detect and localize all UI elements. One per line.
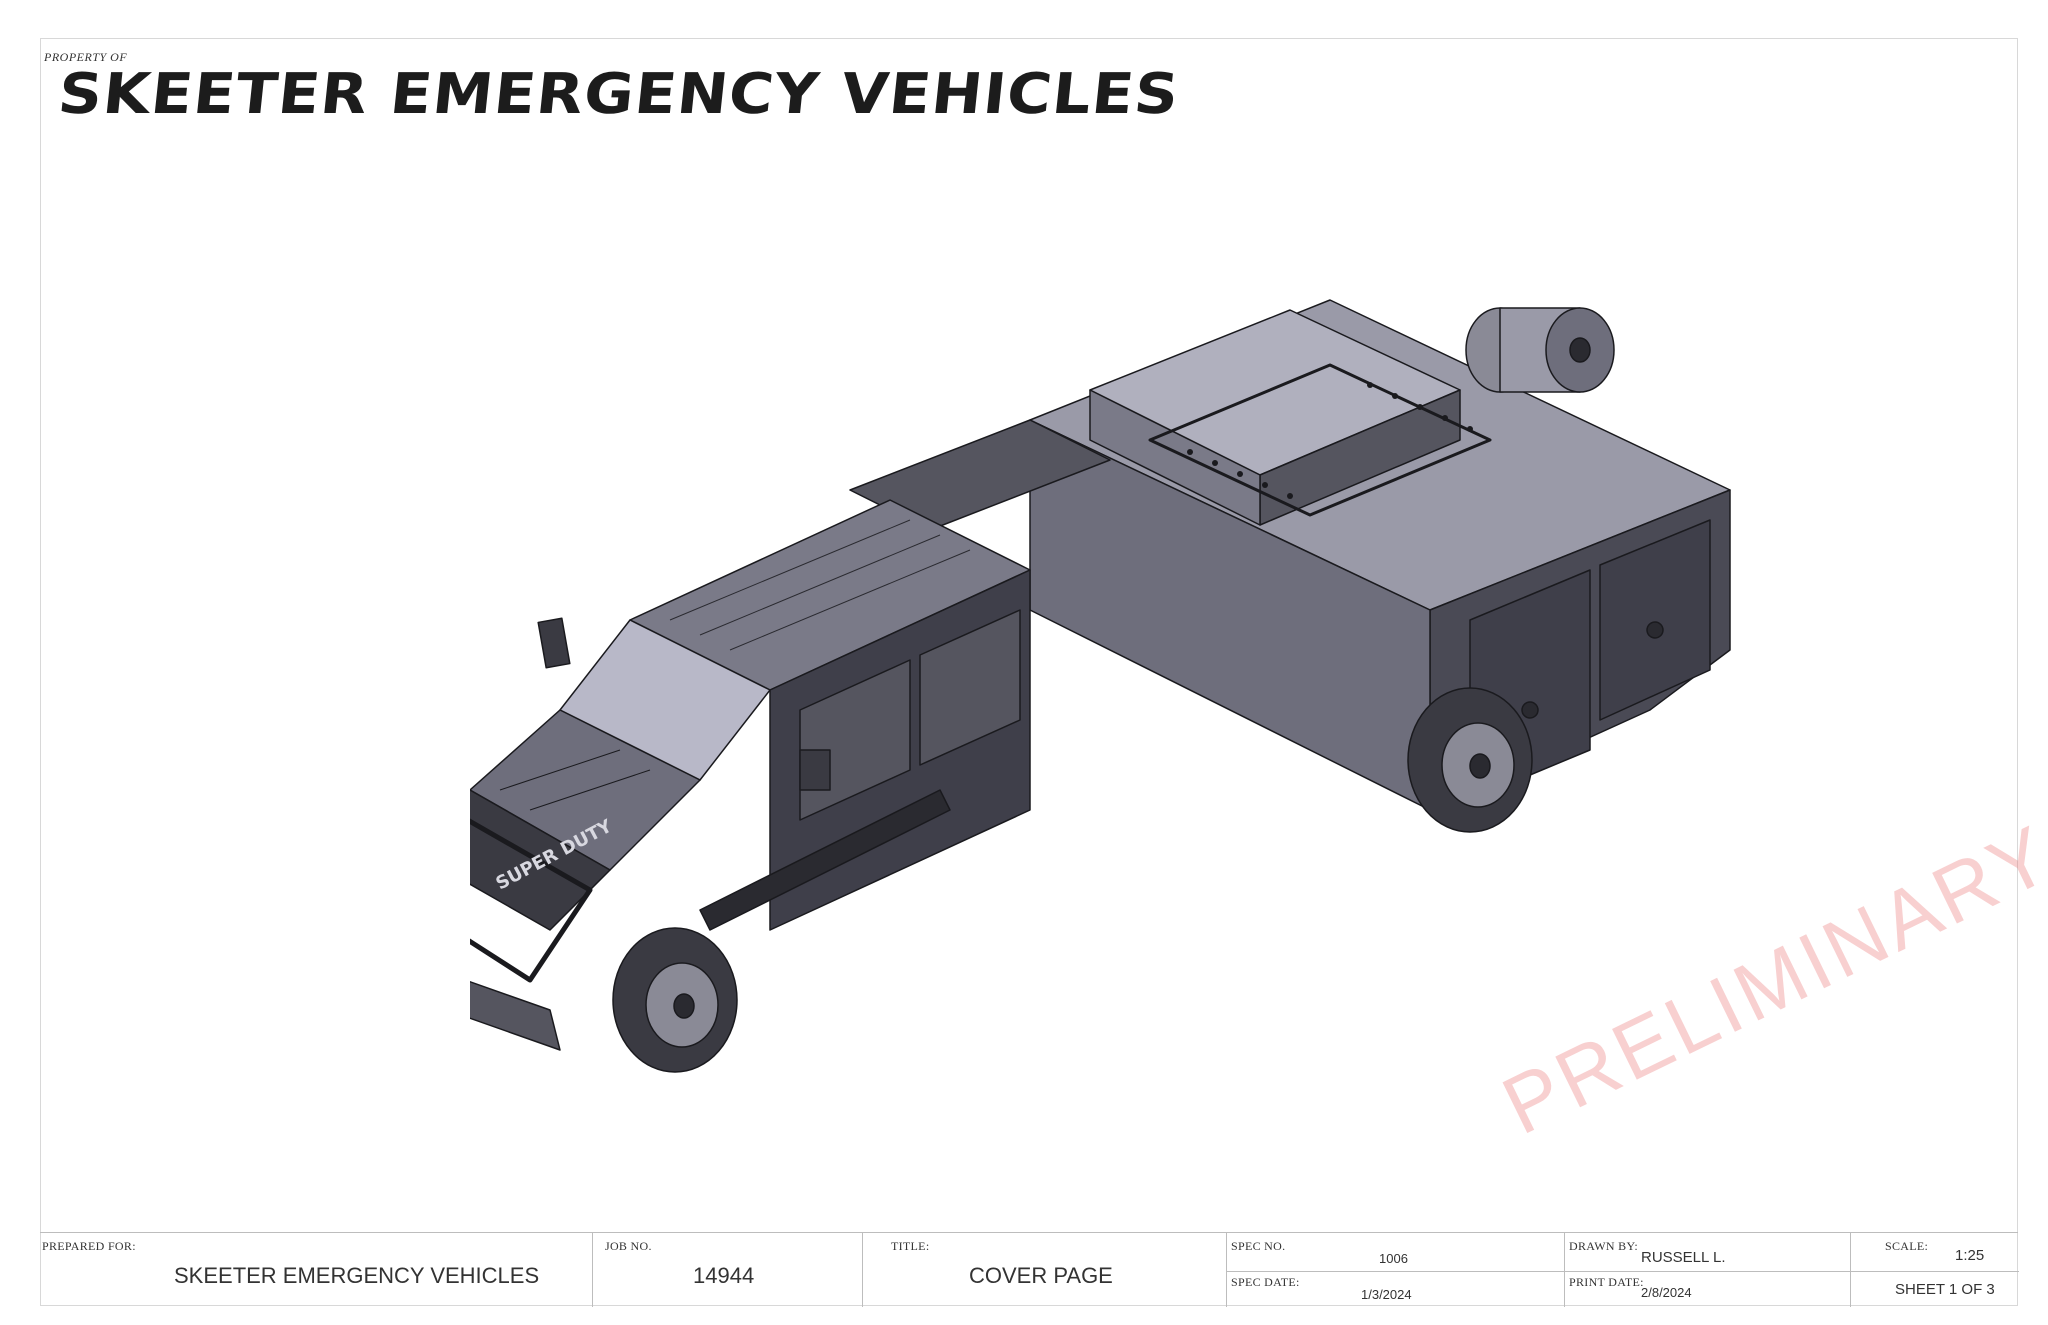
spec-date-label: SPEC DATE: <box>1231 1275 1300 1289</box>
drawn-by-value: RUSSELL L. <box>1641 1249 1726 1266</box>
side-mirror-right <box>799 749 831 791</box>
drawn-cell: DRAWN BY: RUSSELL L. PRINT DATE: 2/8/202… <box>1564 1233 1851 1307</box>
prepared-for-label: PREPARED FOR: <box>42 1239 136 1253</box>
scale-value: 1:25 <box>1955 1247 1985 1264</box>
scale-cell: SCALE: 1:25 SHEET 1 OF 3 <box>1850 1233 2019 1307</box>
print-date-value: 2/8/2024 <box>1641 1285 1692 1300</box>
front-window <box>919 609 1021 766</box>
title-block: PREPARED FOR: SKEETER EMERGENCY VEHICLES… <box>40 1232 2019 1307</box>
door-handle-1 <box>1521 701 1539 719</box>
toolbox-front <box>1089 389 1261 526</box>
title-value: COVER PAGE <box>969 1263 1113 1288</box>
front-bumper <box>470 980 561 1051</box>
job-no-label: JOB NO. <box>605 1239 652 1253</box>
spec-cell: SPEC NO. 1006 SPEC DATE: 1/3/2024 <box>1226 1233 1565 1307</box>
rack-perforations <box>1187 382 1473 499</box>
door-handle-2 <box>1646 621 1664 639</box>
property-of-label: PROPERTY OF <box>44 50 128 64</box>
job-no-value: 14944 <box>693 1263 755 1288</box>
compartment-door-2 <box>1599 519 1711 721</box>
drawing-sheet-border <box>40 38 2018 1306</box>
company-title: SKEETER EMERGENCY VEHICLES <box>55 62 1183 127</box>
hood-vents <box>499 749 651 811</box>
print-date-label: PRINT DATE: <box>1569 1275 1644 1289</box>
spec-divider <box>1227 1271 1565 1272</box>
job-no-cell: JOB NO. 14944 <box>592 1233 862 1307</box>
spec-no-value: 1006 <box>1379 1251 1408 1266</box>
brush-guard <box>470 818 593 983</box>
running-board <box>699 789 951 931</box>
perforated-rack <box>1148 363 1492 517</box>
spec-no-label: SPEC NO. <box>1231 1239 1286 1253</box>
prepared-for-cell: PREPARED FOR: SKEETER EMERGENCY VEHICLES <box>40 1233 592 1307</box>
prepared-for-value: SKEETER EMERGENCY VEHICLES <box>174 1263 540 1288</box>
title-label: TITLE: <box>891 1239 930 1253</box>
sheet-value: SHEET 1 OF 3 <box>1895 1281 1995 1298</box>
scale-divider <box>1851 1271 2019 1272</box>
spec-date-value: 1/3/2024 <box>1361 1287 1412 1302</box>
drawn-by-label: DRAWN BY: <box>1569 1239 1638 1253</box>
title-cell: TITLE: COVER PAGE <box>862 1233 1226 1307</box>
side-mirror-left <box>537 617 571 669</box>
vehicle-isometric-drawing: SUPER DUTY <box>470 299 1731 1073</box>
scale-label: SCALE: <box>1885 1239 1929 1253</box>
drawn-divider <box>1565 1271 1851 1272</box>
roof-ribs <box>669 519 971 651</box>
